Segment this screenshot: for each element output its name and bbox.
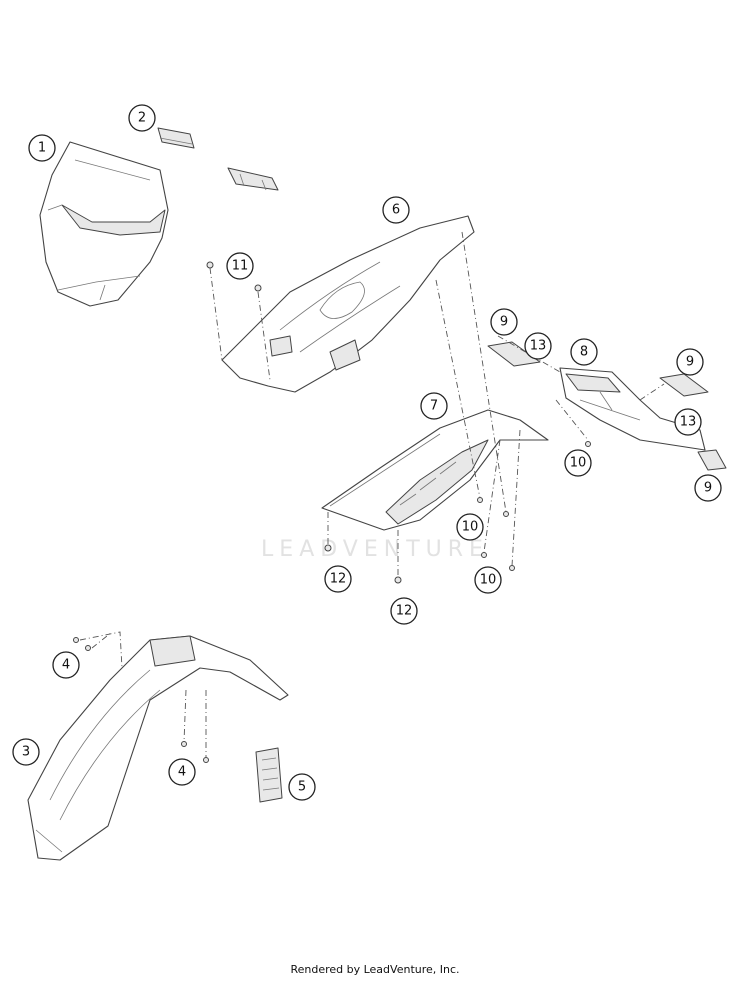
watermark: LEADVENTURE	[261, 537, 489, 562]
screw-12a[interactable]	[324, 544, 332, 552]
screw-10a[interactable]	[477, 497, 483, 503]
callout-label: 4	[178, 765, 186, 780]
screw-11a[interactable]	[206, 261, 214, 269]
screw-4a[interactable]	[73, 637, 79, 643]
callout-circle	[168, 758, 196, 786]
screw-4c[interactable]	[181, 741, 187, 747]
callout-label: 4	[62, 658, 70, 673]
callout-circle	[674, 408, 702, 436]
headlight-mask-part[interactable]	[39, 141, 169, 307]
screw-4d[interactable]	[203, 757, 209, 763]
callout-label: 9	[500, 315, 508, 330]
screw-10c[interactable]	[481, 552, 487, 558]
screw-11b[interactable]	[254, 284, 262, 292]
callout-circle	[694, 474, 722, 502]
screw-10b[interactable]	[503, 511, 509, 517]
screw-10d[interactable]	[509, 565, 515, 571]
callout-1[interactable]: 1	[28, 134, 56, 162]
callout-10[interactable]: 10	[456, 513, 484, 541]
callout-4[interactable]: 4	[168, 758, 196, 786]
callout-circle	[288, 773, 316, 801]
callout-label: 7	[430, 399, 438, 414]
callout-5[interactable]: 5	[288, 773, 316, 801]
callout-label: 10	[480, 573, 497, 588]
callout-circle	[324, 565, 352, 593]
callout-circle	[676, 348, 704, 376]
callout-circle	[524, 332, 552, 360]
screw-10e[interactable]	[585, 441, 591, 447]
plate-holder-part[interactable]	[559, 367, 706, 451]
fender-decal-part[interactable]	[255, 747, 283, 803]
callout-9[interactable]: 9	[490, 308, 518, 336]
callout-label: 5	[298, 780, 306, 795]
callout-label: 6	[392, 203, 400, 218]
callout-6[interactable]: 6	[382, 196, 410, 224]
callout-circle	[564, 449, 592, 477]
callout-circle	[382, 196, 410, 224]
callout-7[interactable]: 7	[420, 392, 448, 420]
callout-label: 8	[580, 345, 588, 360]
callout-10[interactable]: 10	[474, 566, 502, 594]
callout-circle	[226, 252, 254, 280]
callout-2[interactable]: 2	[128, 104, 156, 132]
callout-12[interactable]: 12	[390, 597, 418, 625]
reflector-left-part[interactable]	[487, 341, 541, 367]
callout-label: 1	[38, 141, 46, 156]
callout-circle	[52, 651, 80, 679]
callout-8[interactable]: 8	[570, 338, 598, 366]
callout-13[interactable]: 13	[524, 332, 552, 360]
bracket-clip-part[interactable]	[157, 127, 195, 149]
callout-10[interactable]: 10	[564, 449, 592, 477]
callout-label: 13	[680, 415, 697, 430]
callout-12[interactable]: 12	[324, 565, 352, 593]
callout-circle	[128, 104, 156, 132]
callout-label: 12	[396, 604, 413, 619]
screw-12b[interactable]	[394, 576, 402, 584]
callout-9[interactable]: 9	[694, 474, 722, 502]
callout-circle	[12, 738, 40, 766]
inner-fender-part[interactable]	[321, 409, 549, 531]
callout-label: 11	[232, 259, 249, 274]
callout-4[interactable]: 4	[52, 651, 80, 679]
footer-credit: Rendered by LeadVenture, Inc.	[290, 963, 460, 976]
callout-label: 2	[138, 111, 146, 126]
reflector-right-part[interactable]	[659, 373, 709, 397]
callout-label: 12	[330, 572, 347, 587]
callout-label: 9	[686, 355, 694, 370]
front-fender-part[interactable]	[27, 635, 289, 861]
callout-13[interactable]: 13	[674, 408, 702, 436]
callout-9[interactable]: 9	[676, 348, 704, 376]
reflector-bottom-part[interactable]	[697, 449, 727, 471]
callout-circle	[420, 392, 448, 420]
rear-fender-part[interactable]	[221, 215, 475, 393]
callout-circle	[570, 338, 598, 366]
callout-circle	[490, 308, 518, 336]
callout-3[interactable]: 3	[12, 738, 40, 766]
callout-circle	[28, 134, 56, 162]
callout-circle	[474, 566, 502, 594]
screw-4b[interactable]	[85, 645, 91, 651]
bracket-strap-part[interactable]	[227, 167, 279, 191]
callout-label: 9	[704, 481, 712, 496]
callout-label: 10	[570, 456, 587, 471]
callout-label: 10	[462, 520, 479, 535]
callout-label: 3	[22, 745, 30, 760]
callout-circle	[456, 513, 484, 541]
callout-circle	[390, 597, 418, 625]
callout-11[interactable]: 11	[226, 252, 254, 280]
callout-label: 13	[530, 339, 547, 354]
fasteners	[73, 261, 591, 763]
